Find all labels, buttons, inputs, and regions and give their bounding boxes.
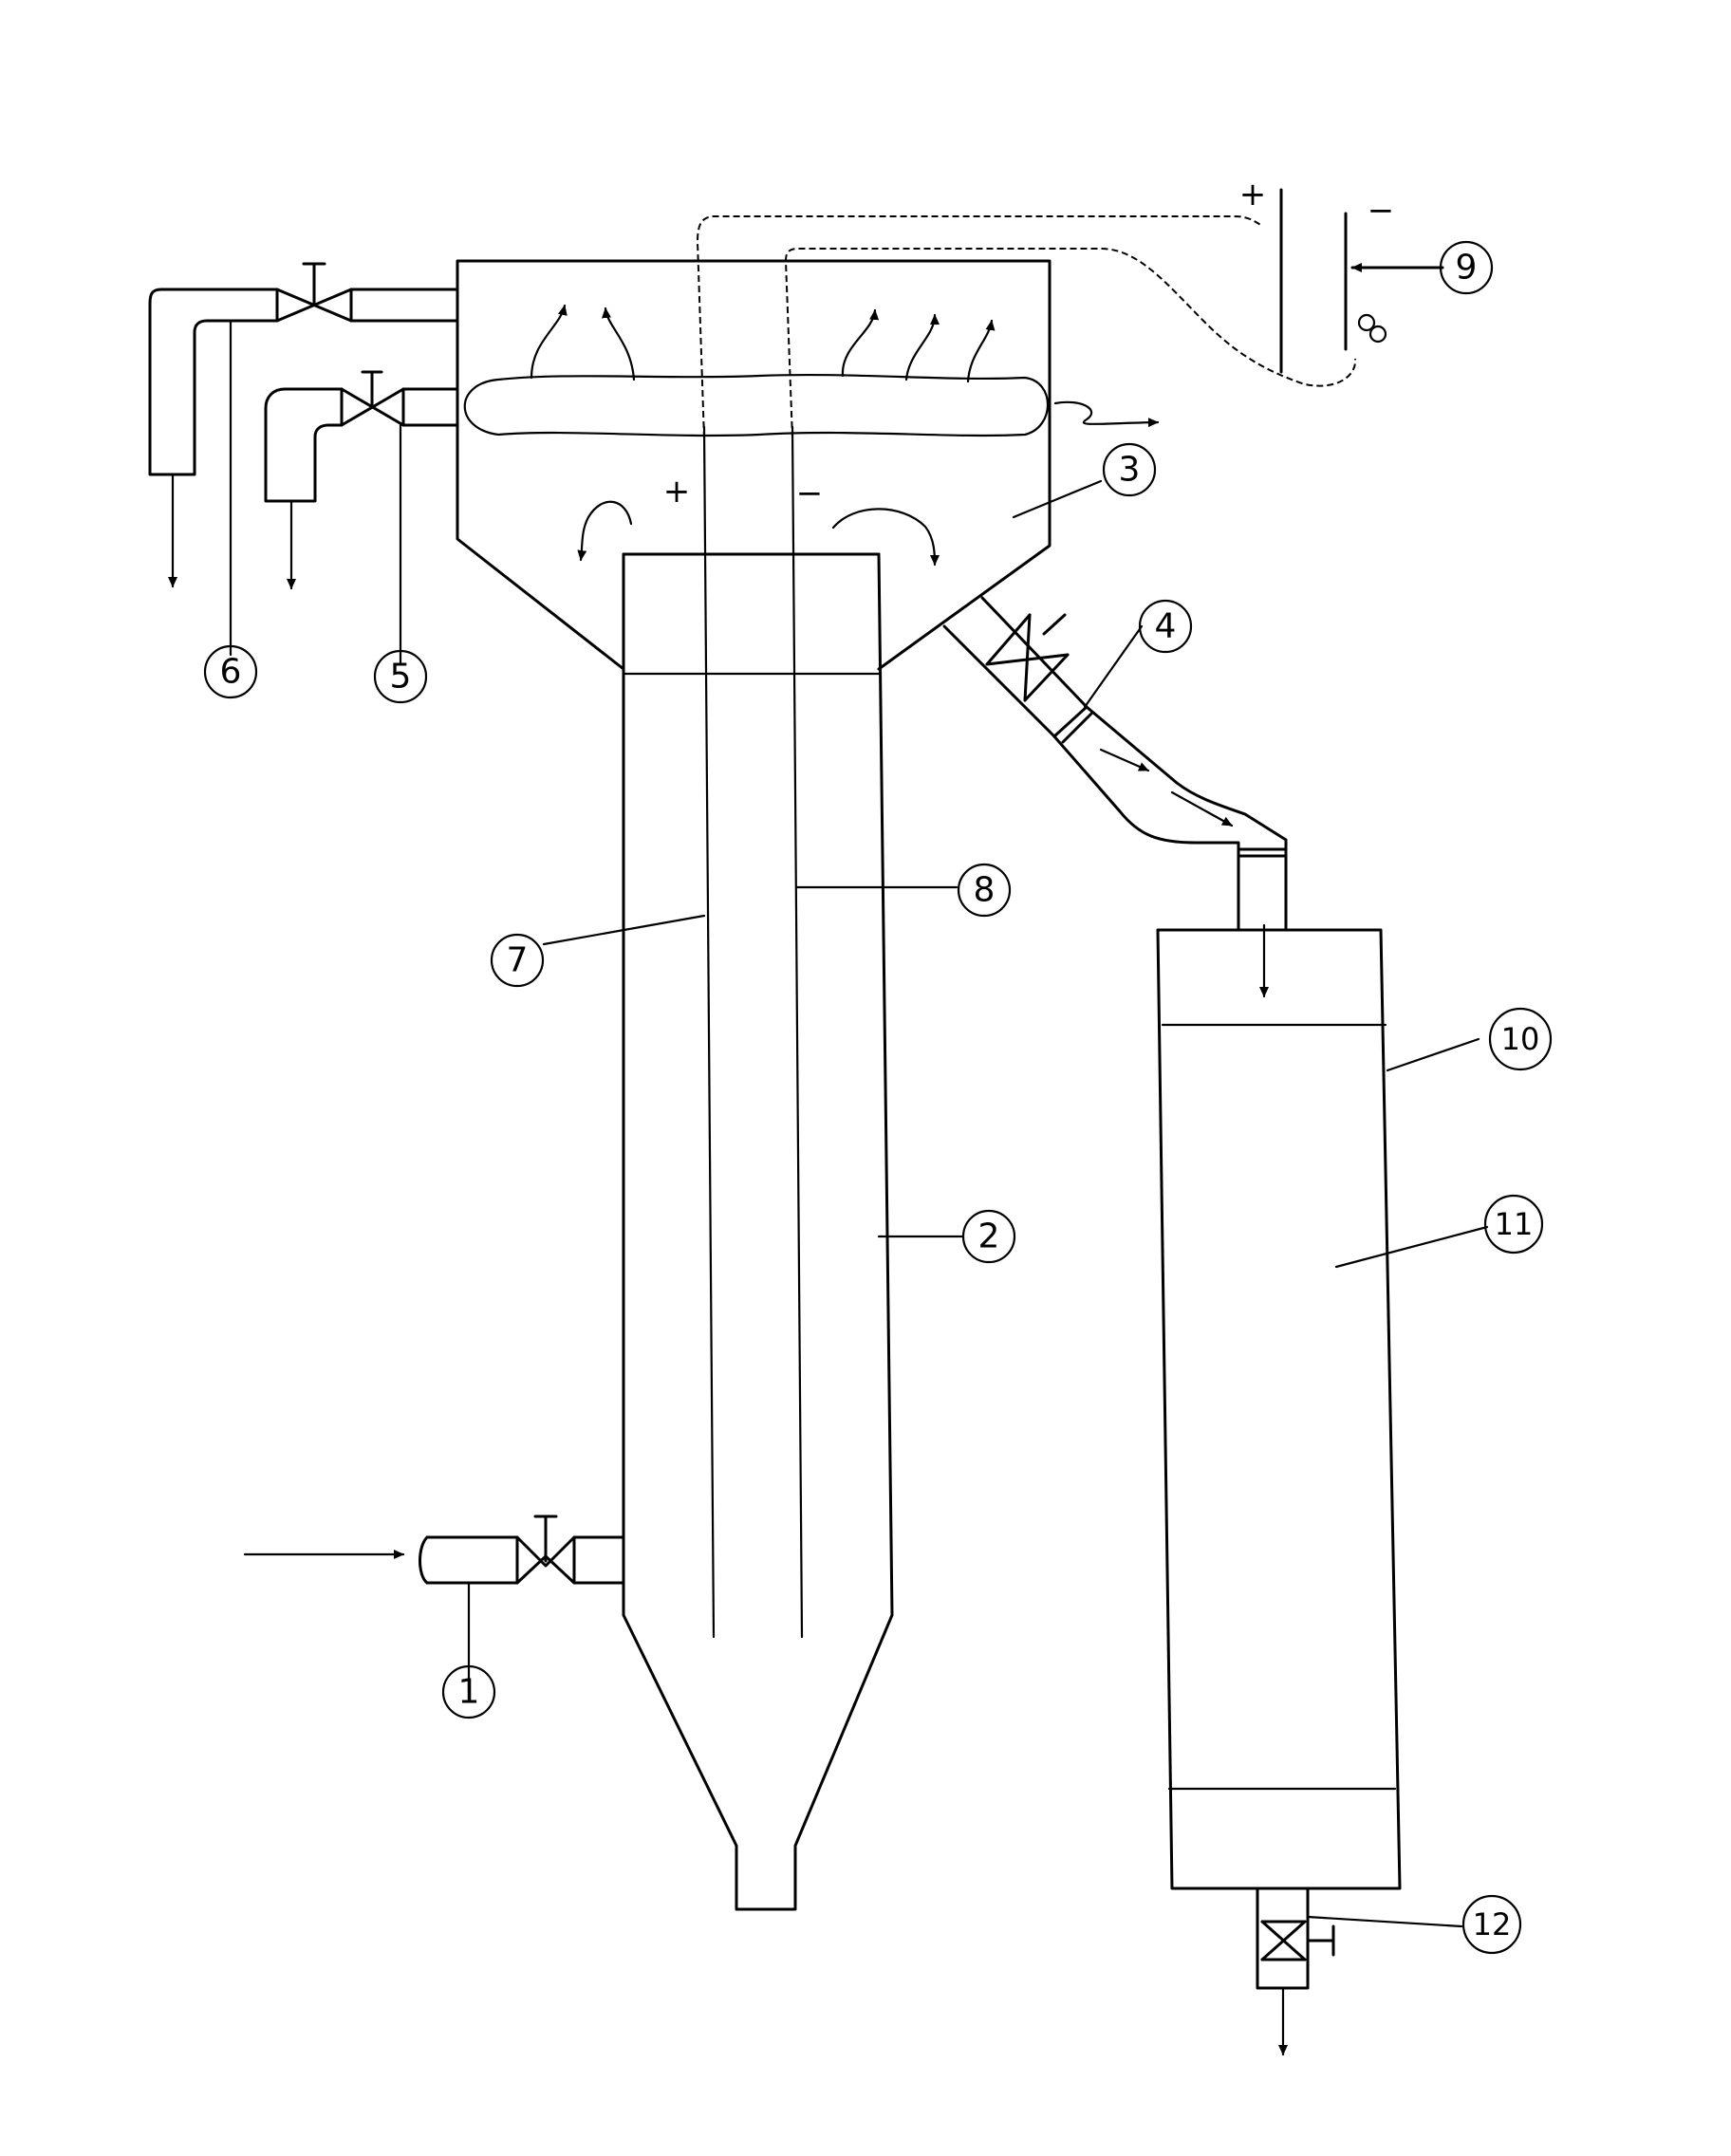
inlet-pipe — [243, 1515, 625, 1585]
outlet-pipe-6 — [148, 262, 459, 588]
callout-10: 10 — [1488, 1007, 1553, 1071]
bottom-valve — [1256, 1886, 1335, 2056]
electrode-minus-sign: − — [796, 474, 824, 512]
callout-5-label: 5 — [390, 658, 412, 697]
reactor-column — [622, 552, 894, 1911]
electrodes — [702, 425, 804, 1639]
collection-vessel — [1156, 928, 1402, 1890]
leader-lines — [229, 319, 1489, 1928]
power-supply — [1279, 188, 1444, 374]
callout-3-label: 3 — [1119, 451, 1141, 490]
callout-4-label: 4 — [1155, 607, 1177, 646]
electrode-plus-sign: + — [663, 473, 691, 511]
supply-minus-sign: − — [1368, 192, 1395, 230]
callout-1-label: 1 — [458, 1673, 480, 1712]
callout-9: 9 — [1439, 240, 1494, 295]
callout-2-label: 2 — [978, 1217, 1000, 1256]
callout-8-label: 8 — [974, 871, 996, 910]
callout-9-label: 9 — [1456, 249, 1478, 288]
callout-4: 4 — [1138, 599, 1193, 654]
separator-tank — [456, 259, 1052, 671]
power-wire-coils — [696, 215, 1387, 439]
callout-12-label: 12 — [1473, 1906, 1512, 1942]
callout-2: 2 — [961, 1209, 1016, 1264]
callout-6: 6 — [203, 644, 258, 699]
gas-bubble-arrows — [530, 304, 996, 383]
recirculation-arrows — [577, 500, 940, 567]
liquid-layer — [463, 373, 1049, 437]
callout-11-label: 11 — [1495, 1206, 1534, 1242]
callout-10-label: 10 — [1501, 1021, 1540, 1057]
supply-plus-sign: + — [1239, 176, 1267, 214]
callout-8: 8 — [957, 863, 1012, 918]
callout-5: 5 — [373, 649, 428, 704]
callout-12: 12 — [1461, 1894, 1522, 1955]
transfer-pipe — [942, 596, 1288, 998]
callout-6-label: 6 — [220, 653, 242, 692]
callout-11: 11 — [1483, 1194, 1544, 1255]
callout-3: 3 — [1102, 442, 1157, 497]
callout-7: 7 — [490, 933, 545, 988]
callout-1: 1 — [441, 1664, 496, 1719]
liquid-outlet-arrow — [1053, 400, 1160, 428]
outlet-pipe-5 — [264, 370, 459, 590]
callout-7-label: 7 — [507, 941, 529, 980]
